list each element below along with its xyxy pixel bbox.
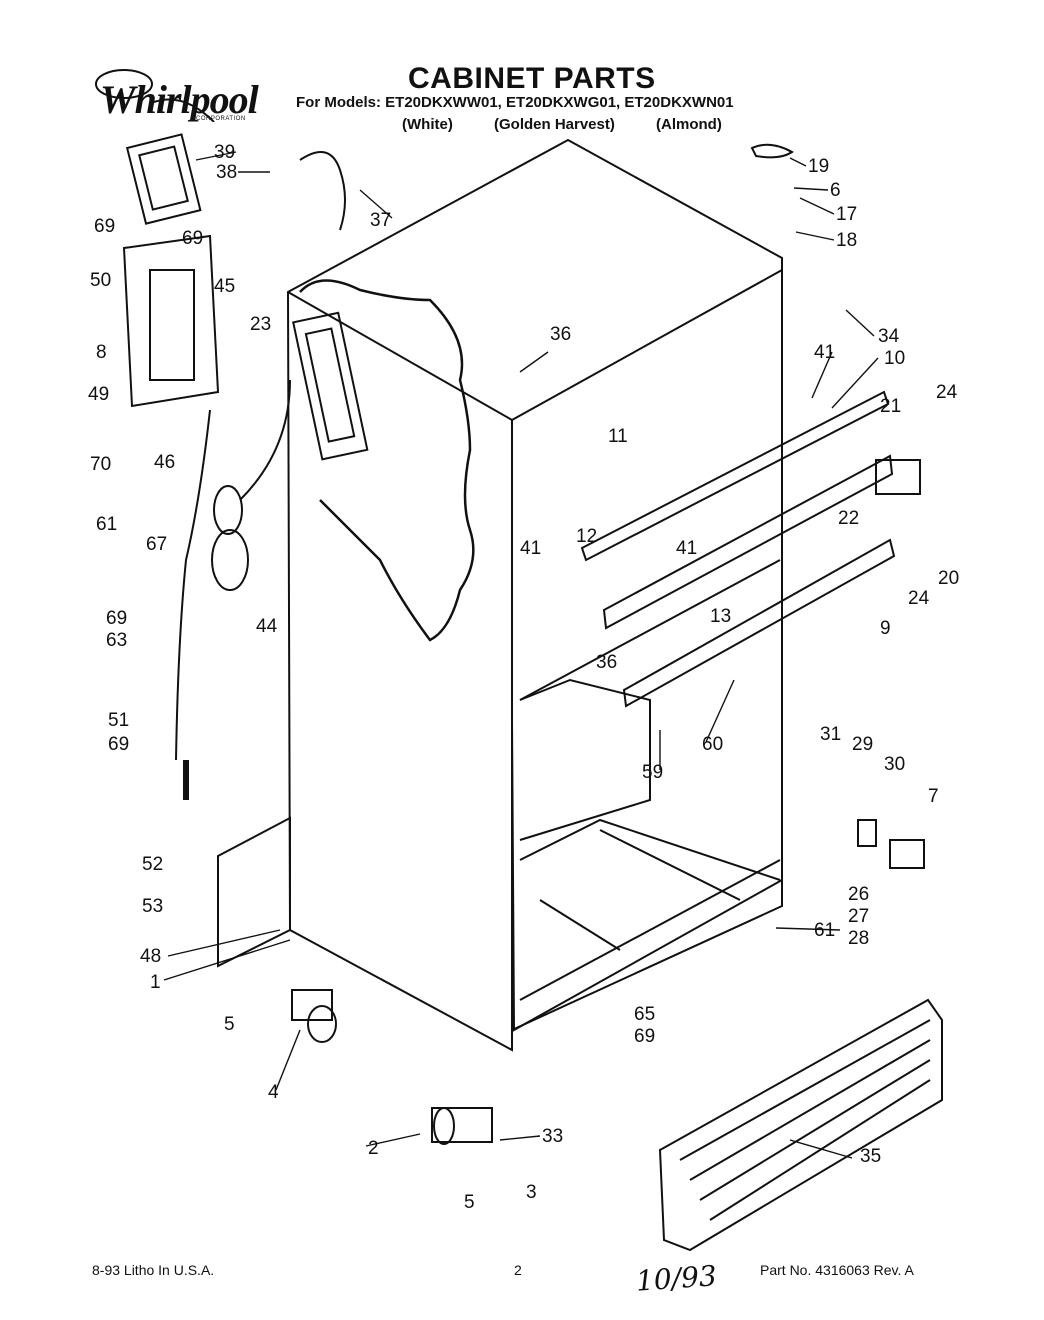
callout-label: 33 xyxy=(542,1126,563,1147)
leader-line xyxy=(705,679,735,743)
variant-almond: (Almond) xyxy=(656,116,722,133)
callout-label: 61 xyxy=(814,920,835,941)
callout-label: 29 xyxy=(852,734,873,755)
callout-label: 27 xyxy=(848,906,869,927)
callout-label: 41 xyxy=(520,538,541,559)
callout-label: 17 xyxy=(836,204,857,225)
callout-label: 22 xyxy=(838,508,859,529)
callout-label: 30 xyxy=(884,754,905,775)
callout-label: 24 xyxy=(936,382,958,403)
callout-label: 48 xyxy=(140,946,161,967)
callout-label: 50 xyxy=(90,270,111,291)
callout-label: 69 xyxy=(108,734,129,755)
leader-line xyxy=(811,351,833,399)
part-number: Part No. 4316063 Rev. A xyxy=(760,1262,914,1278)
callout-label: 13 xyxy=(710,606,731,627)
whirlpool-logo xyxy=(84,62,264,123)
callout-label: 67 xyxy=(146,534,167,555)
callout-label: 24 xyxy=(908,588,930,609)
callout-label: 60 xyxy=(702,734,723,755)
callout-label: 69 xyxy=(182,228,203,249)
leader-line xyxy=(845,309,875,337)
callout-label: 34 xyxy=(878,326,900,347)
callout-label: 5 xyxy=(464,1192,475,1213)
callout-label: 35 xyxy=(860,1146,881,1167)
callout-label: 36 xyxy=(596,652,617,673)
callout-label: 38 xyxy=(216,162,237,183)
callout-label: 69 xyxy=(634,1026,655,1047)
callout-label: 9 xyxy=(880,618,891,639)
callout-label: 69 xyxy=(106,608,127,629)
callout-label: 37 xyxy=(370,210,391,231)
callout-label: 36 xyxy=(550,324,571,345)
callout-label: 70 xyxy=(90,454,111,475)
callout-label: 10 xyxy=(884,348,905,369)
callout-label: 18 xyxy=(836,230,857,251)
page-title: CABINET PARTS xyxy=(408,62,656,95)
leader-line xyxy=(275,1029,301,1091)
leader-line xyxy=(831,357,879,409)
callout-label: 49 xyxy=(88,384,109,405)
leader-line xyxy=(519,351,549,373)
leader-line xyxy=(799,197,835,215)
logo-wordmark: Whirlpool xyxy=(100,77,259,122)
leader-line xyxy=(167,929,281,957)
callout-label: 65 xyxy=(634,1004,655,1025)
callout-label: 63 xyxy=(106,630,127,651)
callout-label: 51 xyxy=(108,710,129,731)
page-number: 2 xyxy=(514,1262,522,1278)
callout-label: 12 xyxy=(576,526,597,547)
callout-label: 59 xyxy=(642,762,663,783)
variant-white: (White) xyxy=(402,116,453,133)
callout-label: 6 xyxy=(830,180,841,201)
callout-label: 4 xyxy=(268,1082,279,1103)
callout-label: 7 xyxy=(928,786,939,807)
logo-subtext: CORPORATION xyxy=(196,116,246,122)
footer-print-info: 8-93 Litho In U.S.A. xyxy=(92,1262,215,1278)
leader-line xyxy=(793,187,829,191)
callout-label: 3 xyxy=(526,1182,537,1203)
leader-line xyxy=(499,1135,541,1141)
callout-label: 8 xyxy=(96,342,107,363)
callout-label: 46 xyxy=(154,452,175,473)
model-list: For Models: ET20DKXWW01, ET20DKXWG01, ET… xyxy=(296,94,734,111)
variant-golden-harvest: (Golden Harvest) xyxy=(494,116,615,133)
callout-label: 26 xyxy=(848,884,869,905)
callout-label: 20 xyxy=(938,568,959,589)
callout-label: 21 xyxy=(880,396,901,417)
callout-label: 5 xyxy=(224,1014,235,1035)
leader-line xyxy=(163,939,291,981)
leader-line xyxy=(359,189,393,219)
leader-line xyxy=(775,927,841,931)
callout-label: 2 xyxy=(368,1138,379,1159)
callout-label: 41 xyxy=(814,342,835,363)
callout-label: 44 xyxy=(256,616,278,637)
leader-line xyxy=(365,1133,421,1147)
leader-line xyxy=(795,231,835,241)
leader-line xyxy=(789,1139,853,1159)
callout-label: 19 xyxy=(808,156,829,177)
callout-label: 1 xyxy=(150,972,161,993)
callout-label: 11 xyxy=(608,426,628,447)
callout-label: 69 xyxy=(94,216,115,237)
callout-label: 28 xyxy=(848,928,869,949)
handwritten-date: 10/93 xyxy=(634,1259,718,1298)
callout-label: 45 xyxy=(214,276,235,297)
callout-label: 52 xyxy=(142,854,163,875)
callout-label: 53 xyxy=(142,896,163,917)
callout-label: 61 xyxy=(96,514,117,535)
callout-label: 23 xyxy=(250,314,271,335)
leader-line xyxy=(195,151,237,161)
callout-label: 31 xyxy=(820,724,841,745)
leader-line xyxy=(789,157,807,167)
callout-label: 41 xyxy=(676,538,697,559)
callout-label: 39 xyxy=(214,142,235,163)
